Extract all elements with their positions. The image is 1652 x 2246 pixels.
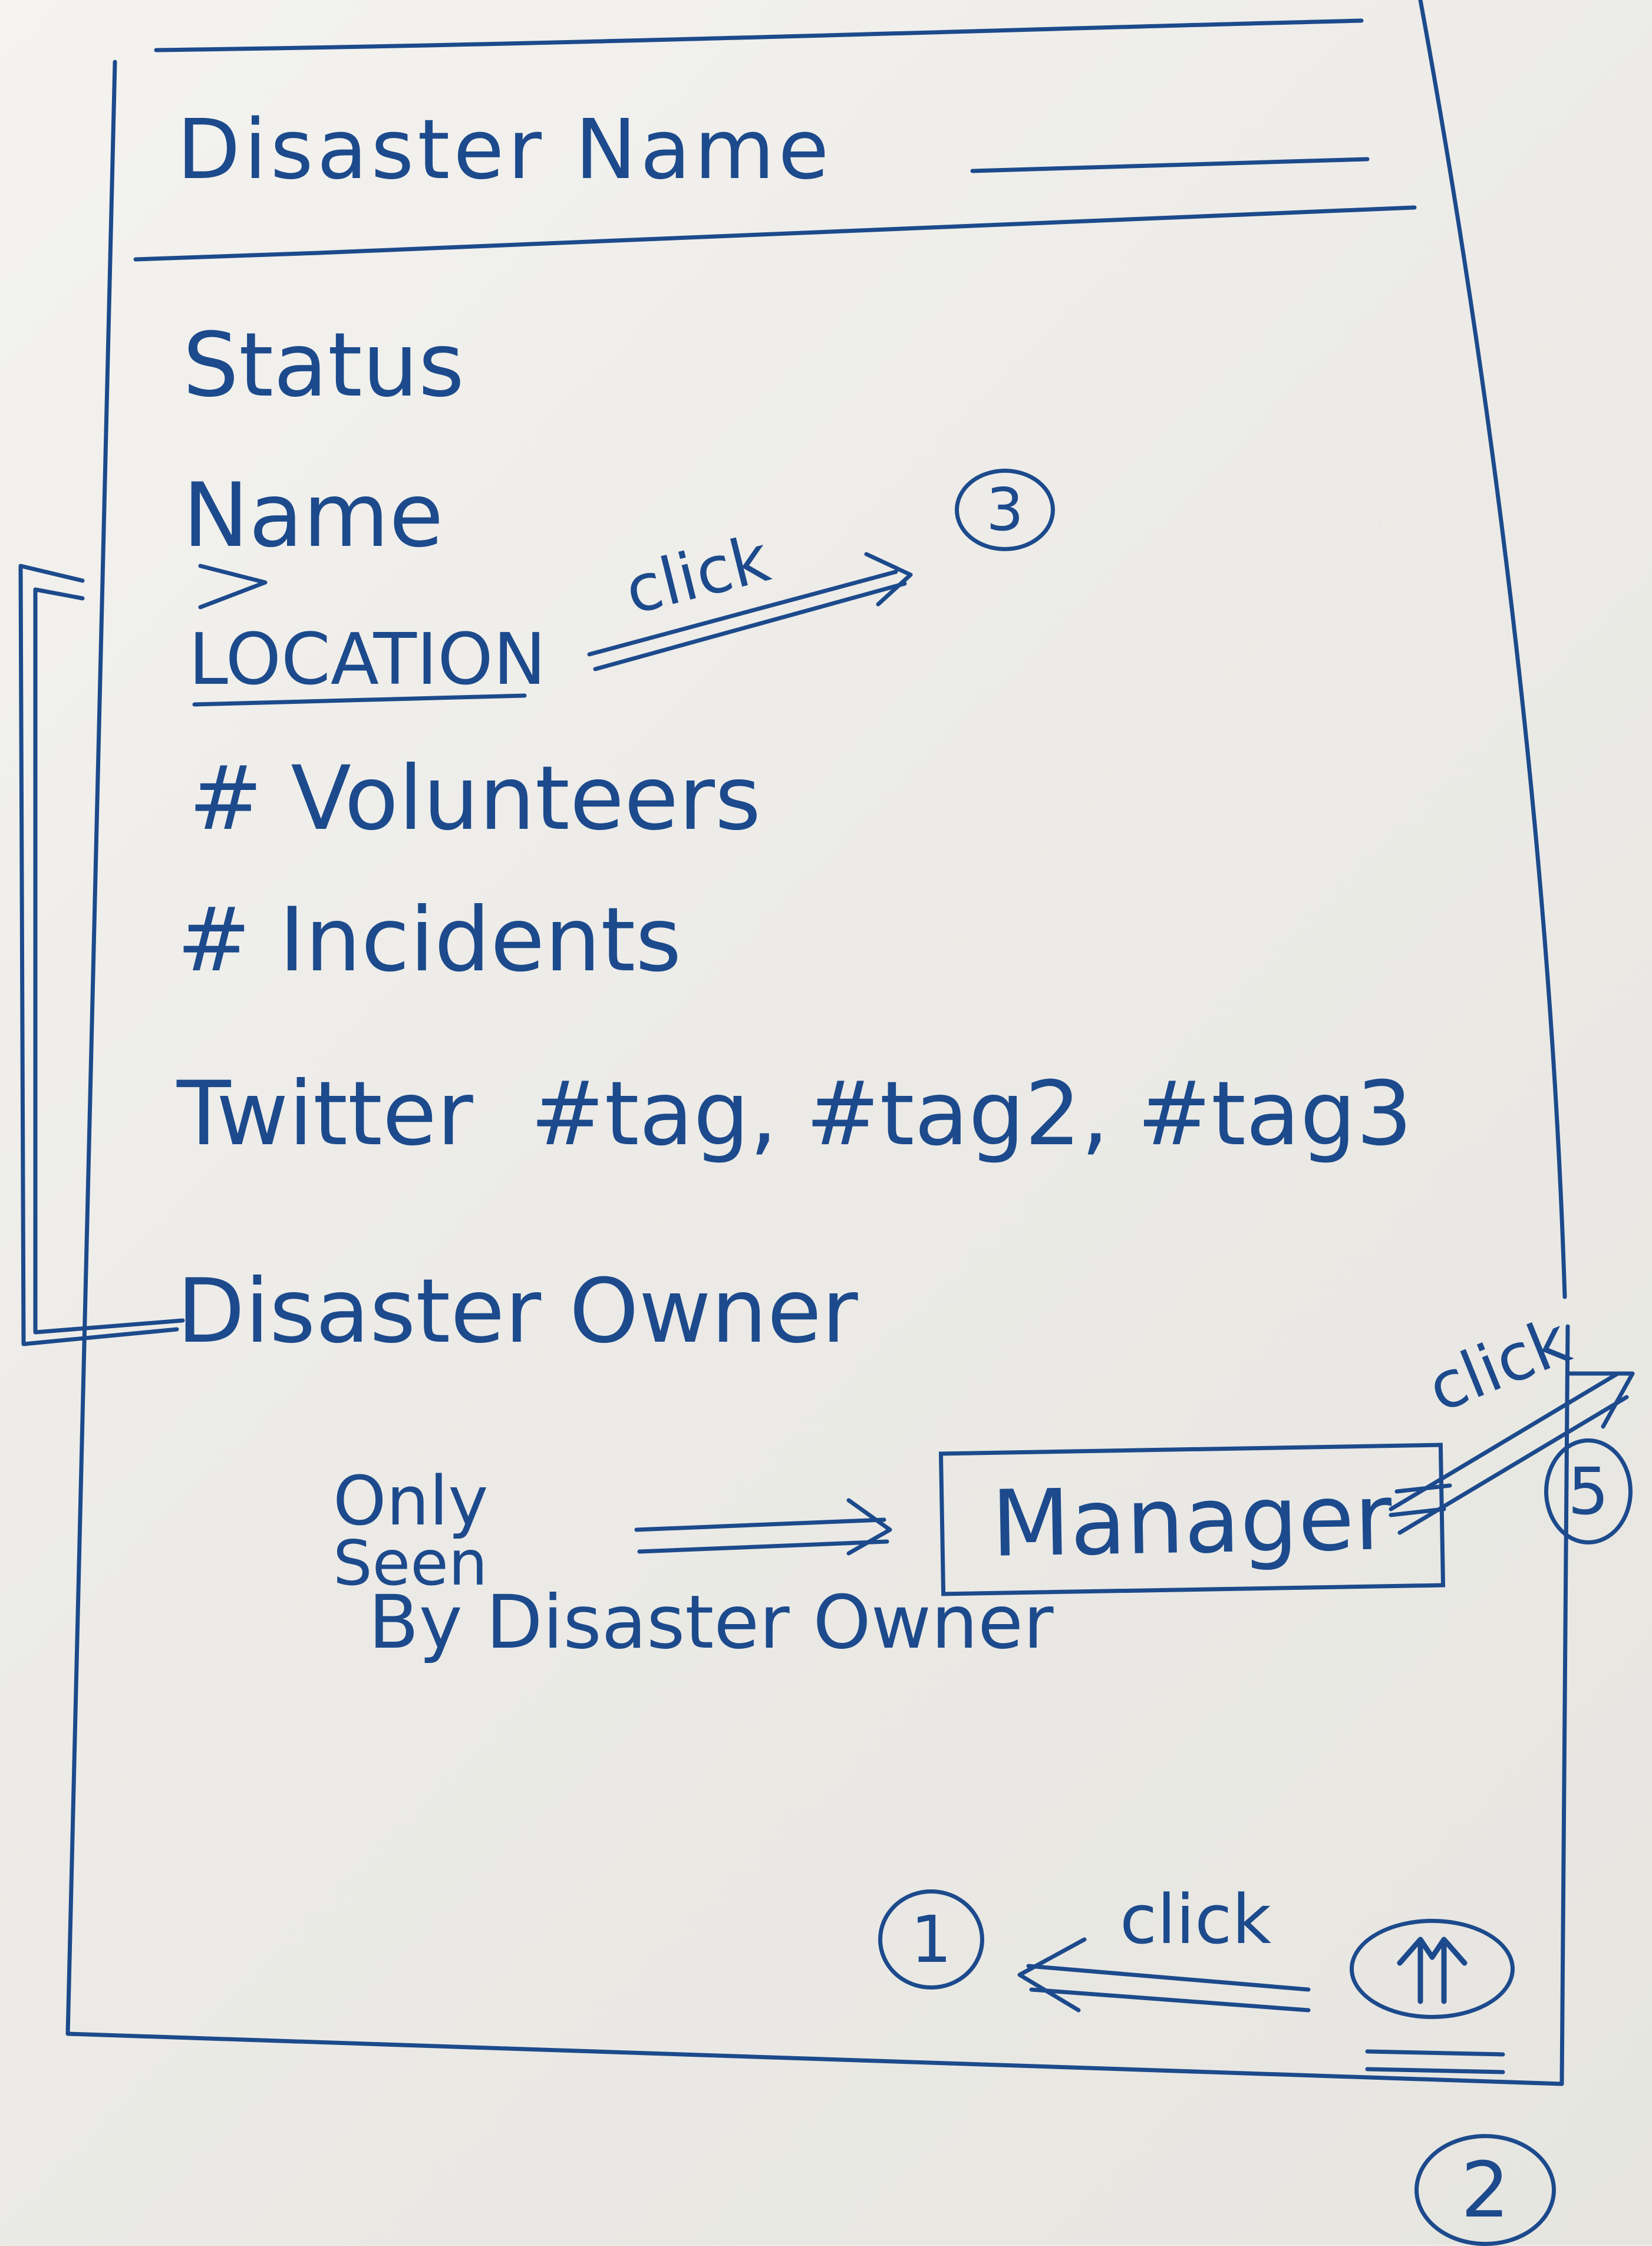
location-underline — [192, 693, 527, 707]
twitter-tags: #tag, #tag2, #tag3 — [530, 1063, 1413, 1165]
top-line — [154, 18, 1364, 52]
screen-marker-1: 1 — [878, 1889, 984, 1990]
header-divider — [133, 205, 1417, 262]
name-field: Name — [183, 465, 444, 567]
header-underline — [970, 157, 1370, 173]
up-arrow-head — [1017, 1937, 1087, 2013]
manager-button-label: Manager — [990, 1464, 1393, 1578]
owner-loop-inner — [33, 587, 185, 1335]
back-up-button[interactable] — [1350, 1919, 1515, 2019]
volunteers-count-field: # Volunteers — [189, 747, 761, 850]
note-arrow-2 — [637, 1539, 889, 1554]
owner-loop-arrowhead — [198, 564, 268, 610]
location-link[interactable]: LOCATION — [189, 619, 546, 701]
frame-border — [65, 0, 1570, 2086]
corner-arrow-1 — [1365, 2049, 1505, 2057]
corner-arrow-2 — [1365, 2067, 1505, 2074]
note-arrow-1 — [634, 1517, 886, 1532]
manager-arrow-head — [1565, 1371, 1635, 1429]
twitter-label: Twitter — [177, 1063, 473, 1165]
owner-only-note-line3: By Disaster Owner — [368, 1580, 1054, 1665]
owner-only-note-line2: Seen — [333, 1527, 488, 1599]
manager-scribble — [1389, 1483, 1452, 1517]
status-field: Status — [183, 314, 464, 417]
incidents-count-field: # Incidents — [177, 889, 682, 992]
disaster-owner-field: Disaster Owner — [177, 1260, 858, 1363]
up-arrow-2 — [1029, 1987, 1311, 2013]
note-arrow-head — [846, 1498, 892, 1556]
owner-only-note-line1: Only — [333, 1462, 489, 1541]
location-arrow-1 — [587, 569, 898, 657]
page-title: Disaster Name — [177, 102, 833, 198]
location-arrow-2 — [593, 581, 907, 671]
screen-marker-2: 2 — [1414, 2134, 1556, 2246]
up-click-annotation: click — [1120, 1881, 1271, 1960]
double-up-arrow-icon — [1397, 1937, 1468, 2004]
up-arrow-1 — [1026, 1964, 1311, 1992]
owner-loop — [18, 564, 179, 1346]
screen-marker-3: 3 — [955, 469, 1055, 551]
manager-button[interactable]: Manager — [938, 1443, 1446, 1596]
location-arrow-head — [864, 552, 913, 607]
screen-marker-5: 5 — [1544, 1438, 1633, 1544]
